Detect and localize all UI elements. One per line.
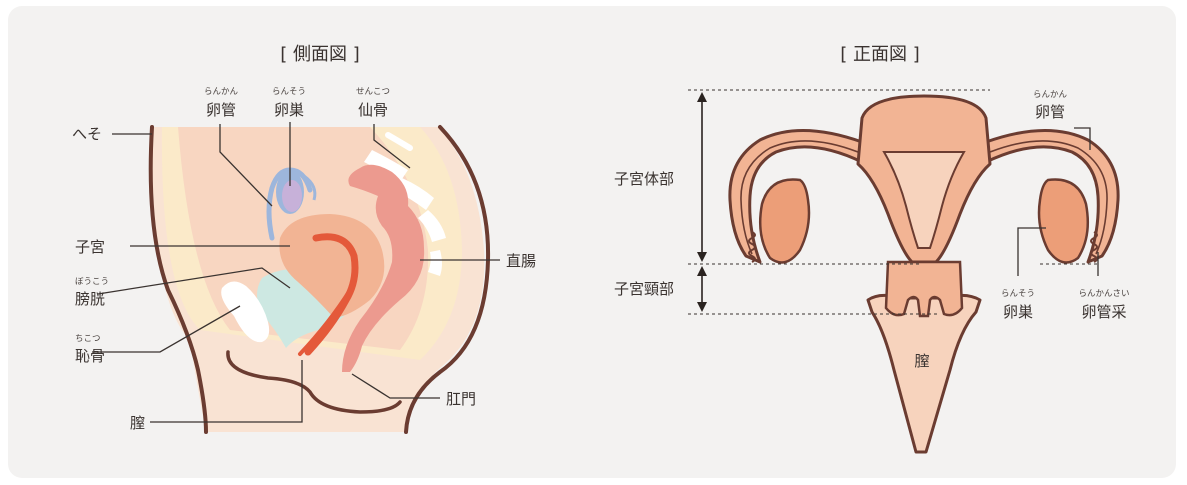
label-ovary: 卵巣 <box>274 101 304 119</box>
ruby-sacrum: せんこつ <box>356 87 390 97</box>
ruby-ovary: らんそう <box>272 87 306 97</box>
label-cervix: 子宮頸部 <box>614 280 674 298</box>
ruby-bladder: ぼうこう <box>75 277 109 287</box>
label-navel: へそ <box>72 125 102 143</box>
label-vagina-front: 膣 <box>914 352 929 370</box>
ruby-fallopian-tube-front: らんかん <box>1033 90 1068 100</box>
label-fallopian-tube: 卵管 <box>206 101 236 119</box>
label-vagina: 膣 <box>130 414 145 432</box>
label-pubic-bone: 恥骨 <box>75 347 105 365</box>
ovary-right-front <box>1039 180 1088 263</box>
label-anus: 肛門 <box>446 390 476 408</box>
label-ovary-front: 卵巣 <box>1003 303 1033 321</box>
ruby-fallopian-tube: らんかん <box>204 87 239 97</box>
ruby-pubic-bone: ちこつ <box>75 334 101 344</box>
label-rectum: 直腸 <box>506 252 536 270</box>
label-uterine-body: 子宮体部 <box>614 170 674 188</box>
side-view-title: [ 側面図 ] <box>280 44 360 65</box>
ruby-fimbriae: らんかんさい <box>1078 289 1129 299</box>
front-view-title: [ 正面図 ] <box>840 44 920 65</box>
label-sacrum: 仙骨 <box>358 101 388 119</box>
label-fimbriae: 卵管采 <box>1081 303 1126 321</box>
ruby-ovary-front: らんそう <box>1001 289 1035 299</box>
front-view: [ 正面図 ] <box>614 44 1130 452</box>
label-fallopian-tube-front: 卵管 <box>1035 103 1065 121</box>
ovary-left-front <box>760 180 809 263</box>
label-bladder: 膀胱 <box>75 290 105 308</box>
vagina-front <box>868 295 980 452</box>
side-view: [ 側面図 ] <box>72 44 536 432</box>
cervix-front <box>886 262 962 316</box>
label-uterus: 子宮 <box>75 238 105 256</box>
